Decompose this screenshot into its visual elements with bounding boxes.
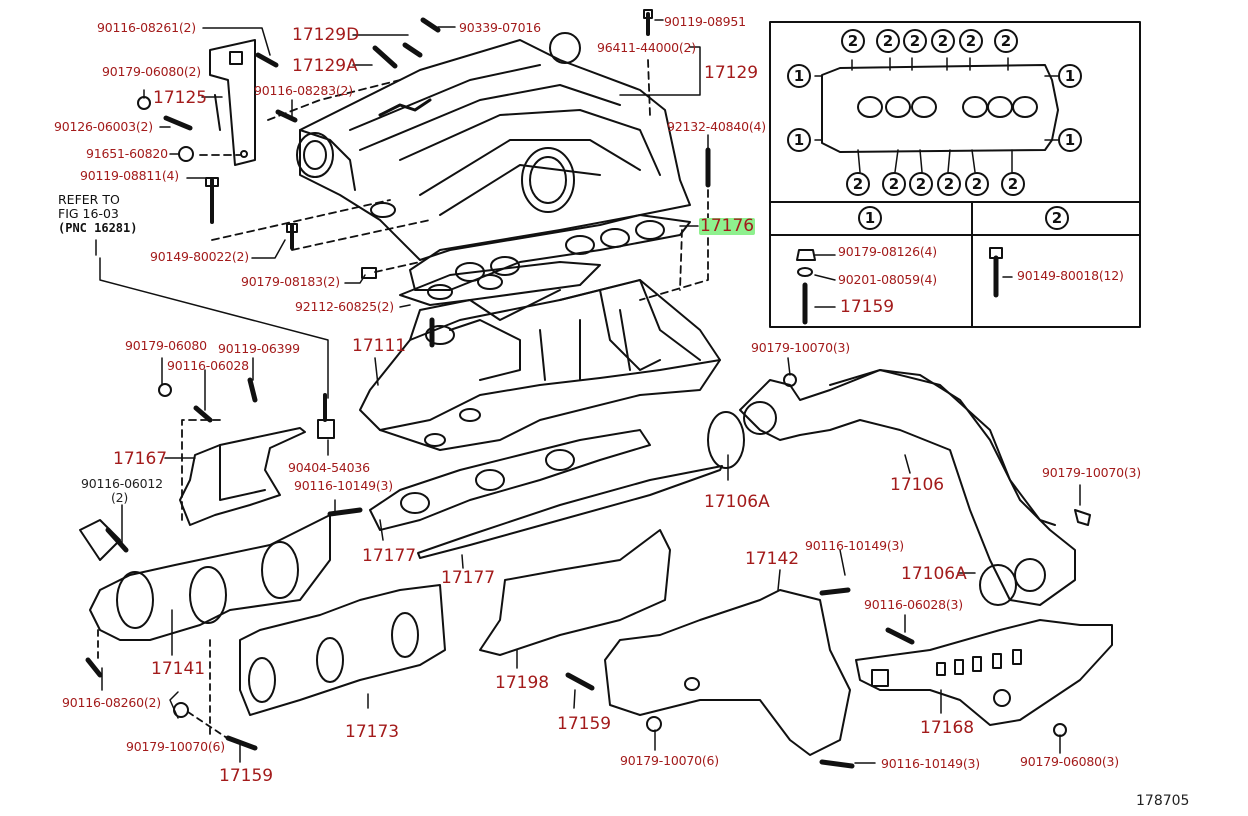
part-label-90179-10070-6b[interactable]: 90179-10070(6): [620, 753, 719, 768]
part-label-90149-80018[interactable]: 90149-80018(12): [1017, 268, 1124, 283]
sensor-90404[interactable]: [158, 377, 335, 439]
part-label-17129[interactable]: 17129: [704, 63, 759, 83]
bolt-marker-2: 2: [882, 172, 906, 196]
gasket-92112[interactable]: [399, 261, 601, 306]
part-label-17159-b[interactable]: 17159: [219, 766, 274, 786]
part-label-90149-80022[interactable]: 90149-80022(2): [150, 249, 249, 264]
part-label-90179-06080[interactable]: 90179-06080: [125, 338, 207, 353]
part-label-91651-60820[interactable]: 91651-60820: [86, 146, 168, 161]
part-label-17106A-a[interactable]: 17106A: [704, 492, 770, 512]
reference-note: REFER TO FIG 16-03 (PNC 16281): [58, 192, 138, 236]
bolt-marker-1: 1: [787, 128, 811, 152]
part-label-92112-60825[interactable]: 92112-60825(2): [295, 299, 394, 314]
heat-insulator-17168[interactable]: [855, 619, 1113, 726]
bolt-marker-2: 2: [903, 29, 927, 53]
part-label-17142[interactable]: 17142: [745, 549, 800, 569]
legend-header-1: 1: [858, 206, 882, 230]
figure-number: 178705: [1136, 793, 1190, 809]
part-label-17173[interactable]: 17173: [345, 722, 400, 742]
part-label-90119-06399[interactable]: 90119-06399: [218, 341, 300, 356]
bolt-marker-2: 2: [965, 172, 989, 196]
bolt-marker-2: 2: [931, 29, 955, 53]
part-label-17141[interactable]: 17141: [151, 659, 206, 679]
part-label-17177-b[interactable]: 17177: [441, 568, 496, 588]
part-label-92132-40840[interactable]: 92132-40840(4): [667, 119, 766, 134]
leader-lines: [95, 19, 1081, 764]
bracket-17125[interactable]: [209, 39, 256, 166]
bolt-marker-2: 2: [846, 172, 870, 196]
part-label-17177-a[interactable]: 17177: [362, 546, 417, 566]
inset-gasket-outline: [821, 64, 1059, 153]
part-label-90179-08126[interactable]: 90179-08126(4): [838, 244, 937, 259]
part-label-96411-44000[interactable]: 96411-44000(2): [597, 40, 696, 55]
part-label-90116-10149-3a[interactable]: 90116-10149(3): [294, 478, 393, 493]
bolt-marker-1: 1: [1058, 64, 1082, 88]
intake-gasket-17176[interactable]: [409, 214, 691, 291]
part-label-17106[interactable]: 17106: [890, 475, 945, 495]
part-label-90404-54036[interactable]: 90404-54036: [288, 460, 370, 475]
part-label-90116-06028[interactable]: 90116-06028: [167, 358, 249, 373]
part-label-17159-a[interactable]: 17159: [557, 714, 612, 734]
front-exhaust-pipe-17106[interactable]: [707, 369, 1091, 606]
part-label-17106A-b[interactable]: 17106A: [901, 564, 967, 584]
fasteners-top: [137, 9, 711, 348]
note-line-3: (PNC 16281): [58, 220, 138, 235]
exhaust-manifold-17142[interactable]: [604, 589, 851, 756]
bolt-marker-2: 2: [1001, 172, 1025, 196]
part-label-90116-06012[interactable]: 90116-06012: [81, 476, 163, 491]
part-label-17198[interactable]: 17198: [495, 673, 550, 693]
part-label-90179-06080-3[interactable]: 90179-06080(3): [1020, 754, 1119, 769]
part-label-90119-08951[interactable]: 90119-08951: [664, 14, 746, 29]
intake-plenum-17129[interactable]: [296, 39, 691, 261]
bolt-marker-2: 2: [994, 29, 1018, 53]
exhaust-manifold-17141[interactable]: [79, 514, 331, 641]
part-label-90116-10149-3c[interactable]: 90116-10149(3): [881, 756, 980, 771]
part-label-90179-10070-3b[interactable]: 90179-10070(3): [1042, 465, 1141, 480]
heat-insulator-17167[interactable]: [179, 427, 306, 526]
bolt-marker-2: 2: [937, 172, 961, 196]
part-label-17129D[interactable]: 17129D: [292, 25, 360, 45]
part-label-90339-07016[interactable]: 90339-07016: [459, 20, 541, 35]
part-label-17125[interactable]: 17125: [153, 88, 208, 108]
heat-insulator-17198[interactable]: [479, 529, 671, 656]
part-label-90201-08059[interactable]: 90201-08059(4): [838, 272, 937, 287]
part-label-90179-06080-2[interactable]: 90179-06080(2): [102, 64, 201, 79]
part-label-17167[interactable]: 17167: [113, 449, 168, 469]
heat-insulator-17173[interactable]: [239, 584, 446, 716]
intake-manifold-17111[interactable]: [359, 279, 721, 451]
inset-box: [769, 21, 1141, 328]
bolt-marker-2: 2: [959, 29, 983, 53]
bolt-marker-1: 1: [787, 64, 811, 88]
bolt-marker-1: 1: [1058, 128, 1082, 152]
part-label-90116-08261[interactable]: 90116-08261(2): [97, 20, 196, 35]
assembly-lines-lower: [97, 629, 231, 741]
part-label-90116-08260[interactable]: 90116-08260(2): [62, 695, 161, 710]
part-label-90116-10149-3b[interactable]: 90116-10149(3): [805, 538, 904, 553]
part-label-17168[interactable]: 17168: [920, 718, 975, 738]
part-label-90116-06012-qty: (2): [111, 490, 129, 505]
part-label-17176-highlighted[interactable]: 17176: [699, 216, 756, 236]
bolt-marker-2: 2: [876, 29, 900, 53]
note-line-2: FIG 16-03: [58, 206, 119, 222]
part-label-90126-06003[interactable]: 90126-06003(2): [54, 119, 153, 134]
part-label-90179-10070-6a[interactable]: 90179-10070(6): [126, 739, 225, 754]
fasteners-lower: [85, 507, 1067, 769]
part-label-90116-08283[interactable]: 90116-08283(2): [254, 83, 353, 98]
part-label-90119-08811[interactable]: 90119-08811(4): [80, 168, 179, 183]
part-label-90116-06028-3[interactable]: 90116-06028(3): [864, 597, 963, 612]
part-label-17129A[interactable]: 17129A: [292, 56, 358, 76]
legend-header-2: 2: [1045, 206, 1069, 230]
bolt-marker-2: 2: [909, 172, 933, 196]
exhaust-gaskets-17177[interactable]: [369, 429, 723, 559]
note-line-1: REFER TO: [58, 192, 120, 207]
part-label-90179-08183[interactable]: 90179-08183(2): [241, 274, 340, 289]
bolt-marker-2: 2: [841, 29, 865, 53]
part-label-17159-inset[interactable]: 17159: [840, 297, 895, 317]
part-label-17111[interactable]: 17111: [352, 336, 407, 356]
part-label-90179-10070-3a[interactable]: 90179-10070(3): [751, 340, 850, 355]
